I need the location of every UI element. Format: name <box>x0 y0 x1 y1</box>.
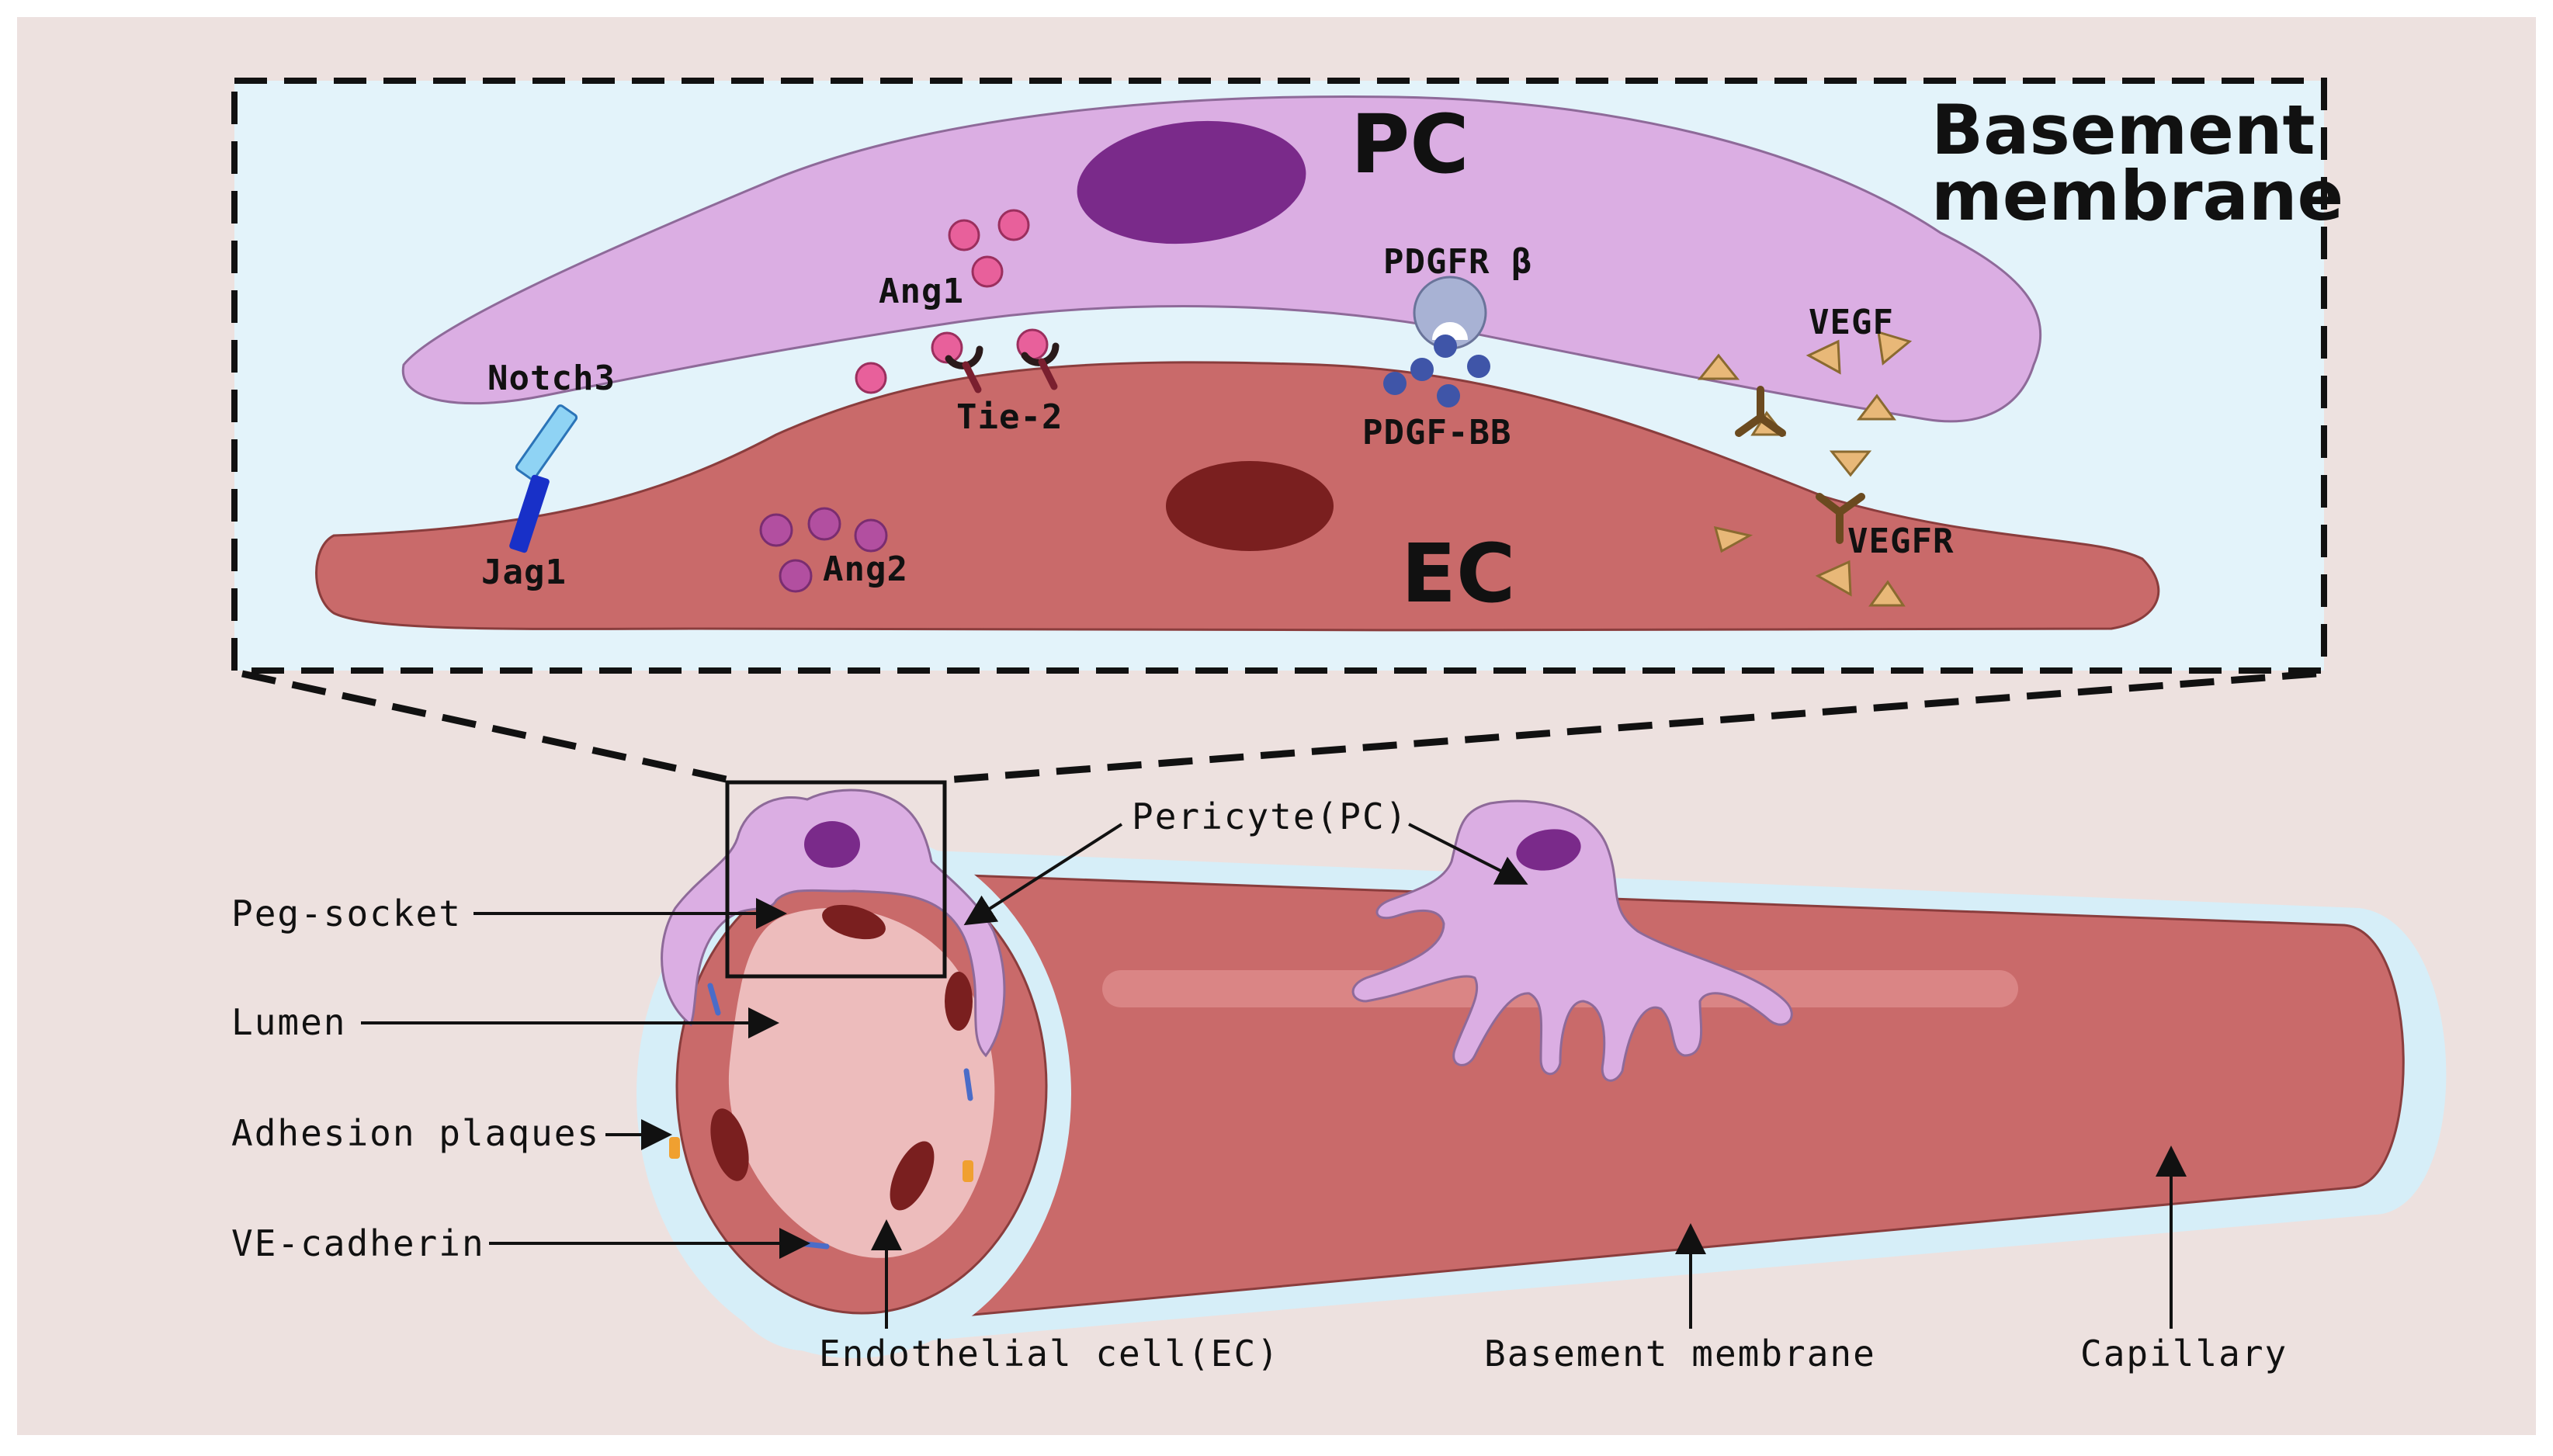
pdgf-bb-particle <box>1383 372 1407 395</box>
inset-pericyte-body <box>401 95 2042 423</box>
ang1-particle <box>948 219 980 251</box>
ang2-group <box>759 507 888 593</box>
pdgf-bb-particle <box>1410 358 1434 381</box>
notch3-receptor <box>515 404 578 480</box>
ang1-particle <box>971 255 1004 288</box>
vegf-particle <box>1877 330 1913 366</box>
zoom-connector-left <box>241 670 730 784</box>
zoom-connector-right <box>945 670 2317 784</box>
vegfr-label: VEGFR <box>1847 522 1954 561</box>
vegf-particle <box>1815 560 1852 597</box>
lumen-label: Lumen <box>231 1001 346 1043</box>
ve-cadherin-junction <box>963 1068 973 1101</box>
vegf-particle <box>1856 393 1896 421</box>
vegf-label: VEGF <box>1809 303 1894 342</box>
pdgf-bb-label: PDGF-BB <box>1362 413 1511 452</box>
inset-panel: PC EC Basement membrane Notch3 Jag1 Ang1… <box>231 78 2343 674</box>
vegf-particle <box>1868 580 1906 607</box>
inset-pc-nucleus <box>1077 120 1306 244</box>
ve-cadherin-label: VE-cadherin <box>231 1222 485 1264</box>
basement-membrane-title-line2: membrane <box>1931 156 2343 236</box>
vegf-particle <box>1829 450 1872 477</box>
cross-section-ec-nucleus <box>945 972 973 1031</box>
vegf-group <box>1697 330 1913 607</box>
ang2-particle <box>779 559 813 593</box>
callouts <box>361 823 2187 1329</box>
ang1-group <box>855 209 1049 394</box>
pc-label: PC <box>1351 97 1469 192</box>
endothelial-cell-label: Endothelial cell(EC) <box>819 1333 1280 1375</box>
cross-section-ec-nucleus <box>890 1141 935 1211</box>
ang2-particle <box>807 507 841 541</box>
ang1-particle <box>931 331 963 364</box>
vegfr-receptor <box>1735 386 1786 437</box>
vegf-particle <box>1697 353 1740 380</box>
pdgf-bb-particle <box>1437 384 1460 407</box>
tie2-receptor <box>945 345 983 393</box>
ve-cadherin-junction <box>707 983 721 1016</box>
zoom-source-box <box>725 780 947 979</box>
ang2-label: Ang2 <box>823 549 908 589</box>
pericyte-label: Pericyte(PC) <box>1132 796 1408 837</box>
basement-membrane-title-line1: Basement <box>1931 90 2315 170</box>
tie2-label: Tie-2 <box>956 397 1063 437</box>
capillary-label: Capillary <box>2080 1333 2288 1375</box>
inset-ec-nucleus <box>1166 461 1334 551</box>
basement-membrane-label: Basement membrane <box>1484 1333 1876 1375</box>
vegfr-receptor <box>1816 493 1865 544</box>
jag1-label: Jag1 <box>481 553 567 592</box>
ec-label: EC <box>1401 526 1515 621</box>
ang2-particle <box>854 518 888 553</box>
jag1-ligand <box>509 474 550 553</box>
notch3-label: Notch3 <box>487 359 616 398</box>
pericyte-arrow-left <box>963 823 1123 926</box>
pdgf-bb-particle <box>1467 355 1490 378</box>
vegf-particle <box>1713 525 1753 553</box>
cross-section-ec-nucleus <box>710 1108 749 1181</box>
adhesion-plaques-label: Adhesion plaques <box>231 1112 600 1154</box>
surface-pericyte <box>1351 799 1793 1082</box>
adhesion-plaque <box>669 1137 680 1159</box>
capillary <box>637 780 2447 1358</box>
ang1-label: Ang1 <box>879 272 964 311</box>
pdgf-bb-particle <box>1434 335 1457 358</box>
pdgf-bb-group <box>1383 335 1490 407</box>
cross-section-pc-nucleus <box>804 821 860 868</box>
surface-pc-nucleus <box>1516 829 1581 871</box>
adhesion-plaque <box>963 1160 973 1182</box>
tie2-receptor <box>1021 342 1060 390</box>
vegf-particle <box>1805 339 1841 375</box>
ang1-particle <box>855 362 887 394</box>
ang1-particle <box>997 209 1030 241</box>
pdgfr-beta-label: PDGFR β <box>1383 242 1532 282</box>
cross-section-ec-nucleus <box>822 904 886 940</box>
ang2-particle <box>759 513 793 547</box>
pericyte-arrow-right <box>1408 823 1528 885</box>
peg-socket-label: Peg-socket <box>231 893 462 934</box>
